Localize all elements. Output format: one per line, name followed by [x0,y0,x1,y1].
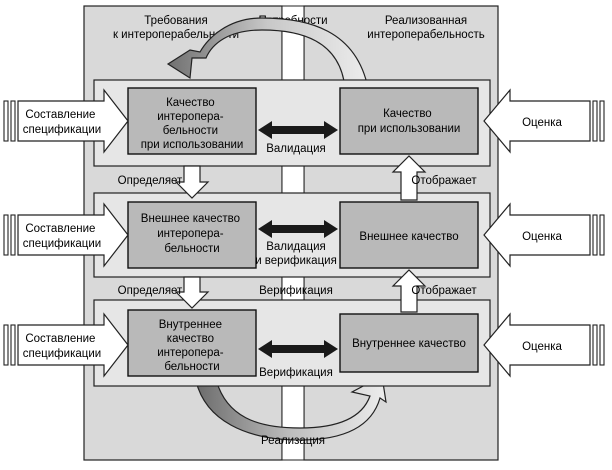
header-left-line1: Требования [144,15,207,27]
row1-double-arrow [258,121,338,139]
needs-loop-arrow [166,17,369,89]
row1-left-box-text: Качество интеропера- бельности при испол… [141,97,244,151]
row3-eval-arrow [483,312,605,378]
row2-eval-arrow [483,202,605,268]
row3-spec-arrow [3,312,129,378]
row1-eval-arrow [483,88,605,154]
row1-required-quality-box [127,87,257,155]
row2-spec-label: Составление спецификации [23,223,101,250]
row3-middle-label: Верификация [259,367,333,379]
row3-eval-label: Оценка [522,341,562,353]
row2-left-box-text: Внешнее качество интеропера- бельности [141,213,243,255]
row1-eval-label: Оценка [522,117,562,129]
row1-realized-quality-box [339,87,479,155]
row3-spec-label: Составление спецификации [23,333,101,360]
row2-middle-label-line1: Валидация [266,241,326,253]
row2-middle-label-line2: и верификация [255,255,337,267]
footer-label: Реализация [261,435,325,447]
row3-left-box-text: Внутреннее качество интеропера- бельност… [157,319,227,373]
row1-spec-arrow [3,88,129,154]
reflects-arrow-2 [391,269,427,313]
header-right-line1: Реализованная [385,15,467,27]
defines-arrow-2 [174,276,210,309]
realization-loop-arrow [193,369,387,441]
row2-eval-label: Оценка [522,231,562,243]
row2-right-box-text: Внешнее качество [359,231,458,243]
defines-label-1: Определяет [118,175,183,187]
row1-spec-label: Составление спецификации [23,109,101,136]
header-right-line2: интероперабельность [367,29,484,41]
row1-middle-label: Валидация [266,143,326,155]
defines-label-2: Определяет [118,285,183,297]
verification-label: Верификация [259,285,333,297]
row2-realized-quality-box [339,201,479,269]
row3-right-box-text: Внутреннее качество [352,338,466,350]
reflects-label-1: Отображает [411,175,477,187]
row1-right-box-text: Качество при использовании [358,108,461,135]
row2-required-quality-box [127,201,257,269]
row3-realized-quality-box [339,313,479,373]
header-left-line2: к интероперабельности [113,29,239,41]
row3-required-quality-box [127,309,257,377]
row2-double-arrow [258,220,338,238]
defines-arrow-1 [174,165,210,199]
row3-double-arrow [258,340,338,358]
row2-spec-arrow [3,202,129,268]
reflects-label-2: Отображает [411,285,477,297]
reflects-arrow-1 [391,155,427,201]
